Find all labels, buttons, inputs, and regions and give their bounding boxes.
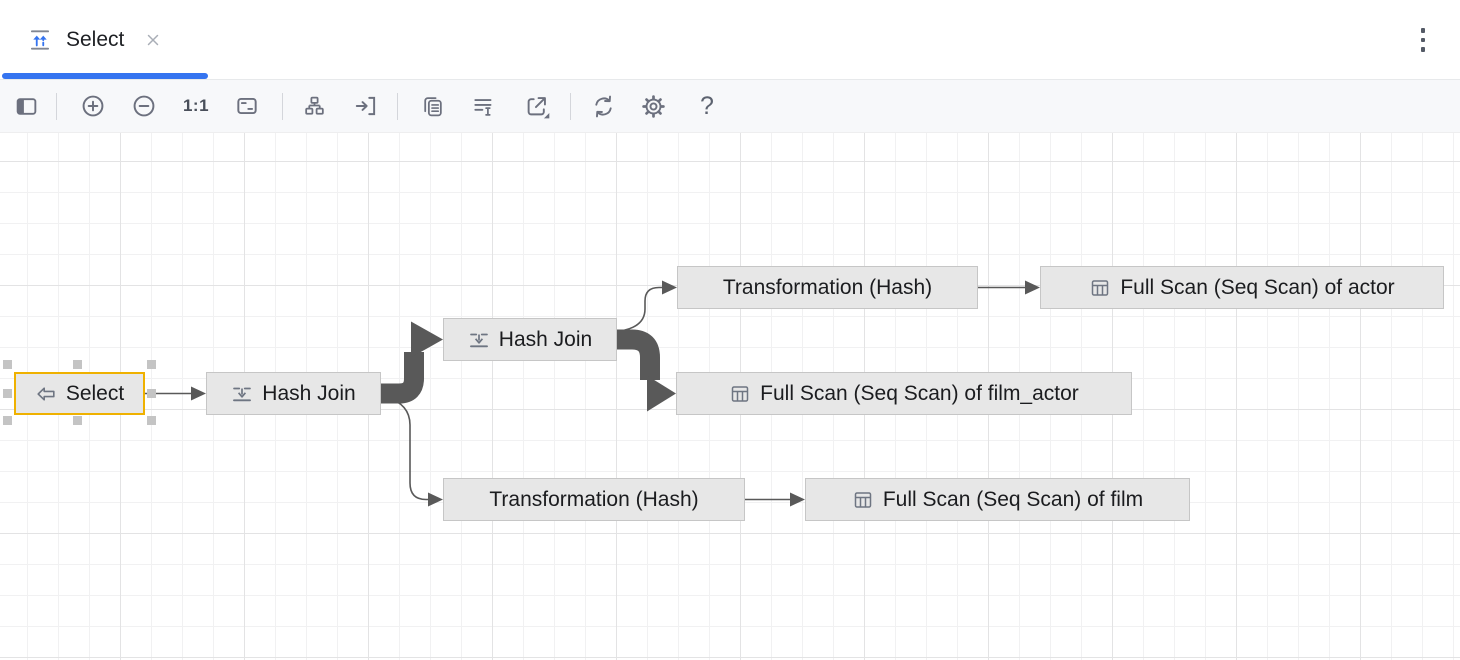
edge-labels-button[interactable] bbox=[470, 92, 498, 120]
refresh-button[interactable] bbox=[589, 92, 617, 120]
help-icon: ? bbox=[700, 91, 714, 120]
close-icon[interactable] bbox=[144, 31, 162, 49]
plan-node-full-scan-film[interactable]: Full Scan (Seq Scan) of film bbox=[805, 478, 1190, 521]
fit-content-button[interactable] bbox=[233, 92, 261, 120]
edge-layer bbox=[145, 280, 1040, 507]
table-icon bbox=[731, 385, 749, 402]
node-label: Full Scan (Seq Scan) of film_actor bbox=[760, 381, 1079, 405]
focus-selection-button[interactable] bbox=[352, 92, 380, 120]
join-icon bbox=[233, 387, 252, 401]
active-tab-indicator bbox=[2, 73, 208, 79]
plan-node-select[interactable]: Select bbox=[14, 372, 145, 415]
settings-button[interactable] bbox=[639, 92, 667, 120]
zoom-out-icon bbox=[133, 95, 155, 117]
node-label: Full Scan (Seq Scan) of actor bbox=[1120, 275, 1395, 299]
toolbar-separator bbox=[397, 92, 398, 120]
edge-hashjoin1-hashjoin2[interactable] bbox=[381, 352, 424, 404]
node-label: Transformation (Hash) bbox=[722, 275, 933, 299]
edge-hashjoin1-transformation-bottom[interactable] bbox=[385, 396, 430, 501]
panel-toggle-icon bbox=[16, 97, 36, 115]
arrow-into-bracket-icon bbox=[355, 96, 376, 116]
execution-plan-icon bbox=[30, 29, 50, 50]
edge-hashjoin2-transformation-top[interactable] bbox=[619, 286, 663, 332]
apply-layout-button[interactable] bbox=[300, 92, 328, 120]
panel-toggle-button[interactable] bbox=[12, 92, 40, 120]
toolbar-separator bbox=[56, 92, 57, 120]
resize-handle-se[interactable] bbox=[146, 415, 156, 425]
resize-handle-sw[interactable] bbox=[2, 415, 12, 425]
diagram-canvas[interactable]: Select Hash Join Hash Join Transformatio… bbox=[0, 133, 1460, 660]
tab-select[interactable]: Select bbox=[0, 0, 210, 79]
node-label: Transformation (Hash) bbox=[489, 487, 699, 511]
toolbar-separator bbox=[282, 92, 283, 120]
fit-content-icon bbox=[237, 97, 257, 115]
plan-node-full-scan-actor[interactable]: Full Scan (Seq Scan) of actor bbox=[1040, 266, 1444, 309]
toolbar-separator bbox=[570, 92, 571, 120]
zoom-in-button[interactable] bbox=[79, 92, 107, 120]
edge-hashjoin2-filmactor[interactable] bbox=[617, 329, 660, 381]
node-label: Full Scan (Seq Scan) of film bbox=[882, 487, 1144, 511]
node-label: Hash Join bbox=[262, 381, 356, 405]
node-label: Hash Join bbox=[498, 327, 593, 351]
resize-handle-s[interactable] bbox=[72, 415, 82, 425]
export-diagram-button[interactable] bbox=[522, 92, 550, 120]
table-icon bbox=[1092, 279, 1109, 296]
node-label: Select bbox=[65, 381, 125, 405]
tab-label: Select bbox=[66, 27, 125, 51]
resize-handle-ne[interactable] bbox=[146, 359, 156, 369]
table-icon bbox=[854, 491, 872, 508]
refresh-icon bbox=[594, 95, 612, 117]
plan-node-full-scan-film-actor[interactable]: Full Scan (Seq Scan) of film_actor bbox=[676, 372, 1132, 415]
hierarchy-layout-icon bbox=[304, 96, 324, 115]
zoom-out-button[interactable] bbox=[130, 92, 158, 120]
copy-icon bbox=[423, 96, 442, 116]
zoom-actual-button[interactable]: 1:1 bbox=[182, 92, 210, 120]
arrow-left-icon bbox=[37, 386, 55, 401]
zoom-actual-label: 1:1 bbox=[182, 96, 210, 115]
copy-diagram-button[interactable] bbox=[418, 92, 446, 120]
export-arrow-icon bbox=[527, 96, 549, 118]
gear-icon bbox=[641, 94, 665, 118]
tab-bar: Select bbox=[0, 0, 1460, 80]
plan-node-transformation-bottom[interactable]: Transformation (Hash) bbox=[443, 478, 745, 521]
more-vertical-icon[interactable] bbox=[1414, 25, 1432, 55]
plan-node-hash-join-2[interactable]: Hash Join bbox=[443, 318, 617, 361]
resize-handle-n[interactable] bbox=[72, 359, 82, 369]
help-button[interactable]: ? bbox=[693, 92, 721, 120]
plan-node-hash-join-1[interactable]: Hash Join bbox=[206, 372, 381, 415]
diagram-toolbar: 1:1 bbox=[0, 80, 1460, 133]
join-icon bbox=[469, 333, 488, 347]
resize-handle-e[interactable] bbox=[146, 388, 156, 398]
plan-node-transformation-top[interactable]: Transformation (Hash) bbox=[677, 266, 978, 309]
zoom-in-icon bbox=[82, 95, 104, 117]
text-lines-cursor-icon bbox=[474, 99, 492, 116]
resize-handle-nw[interactable] bbox=[2, 359, 12, 369]
resize-handle-w[interactable] bbox=[2, 388, 12, 398]
